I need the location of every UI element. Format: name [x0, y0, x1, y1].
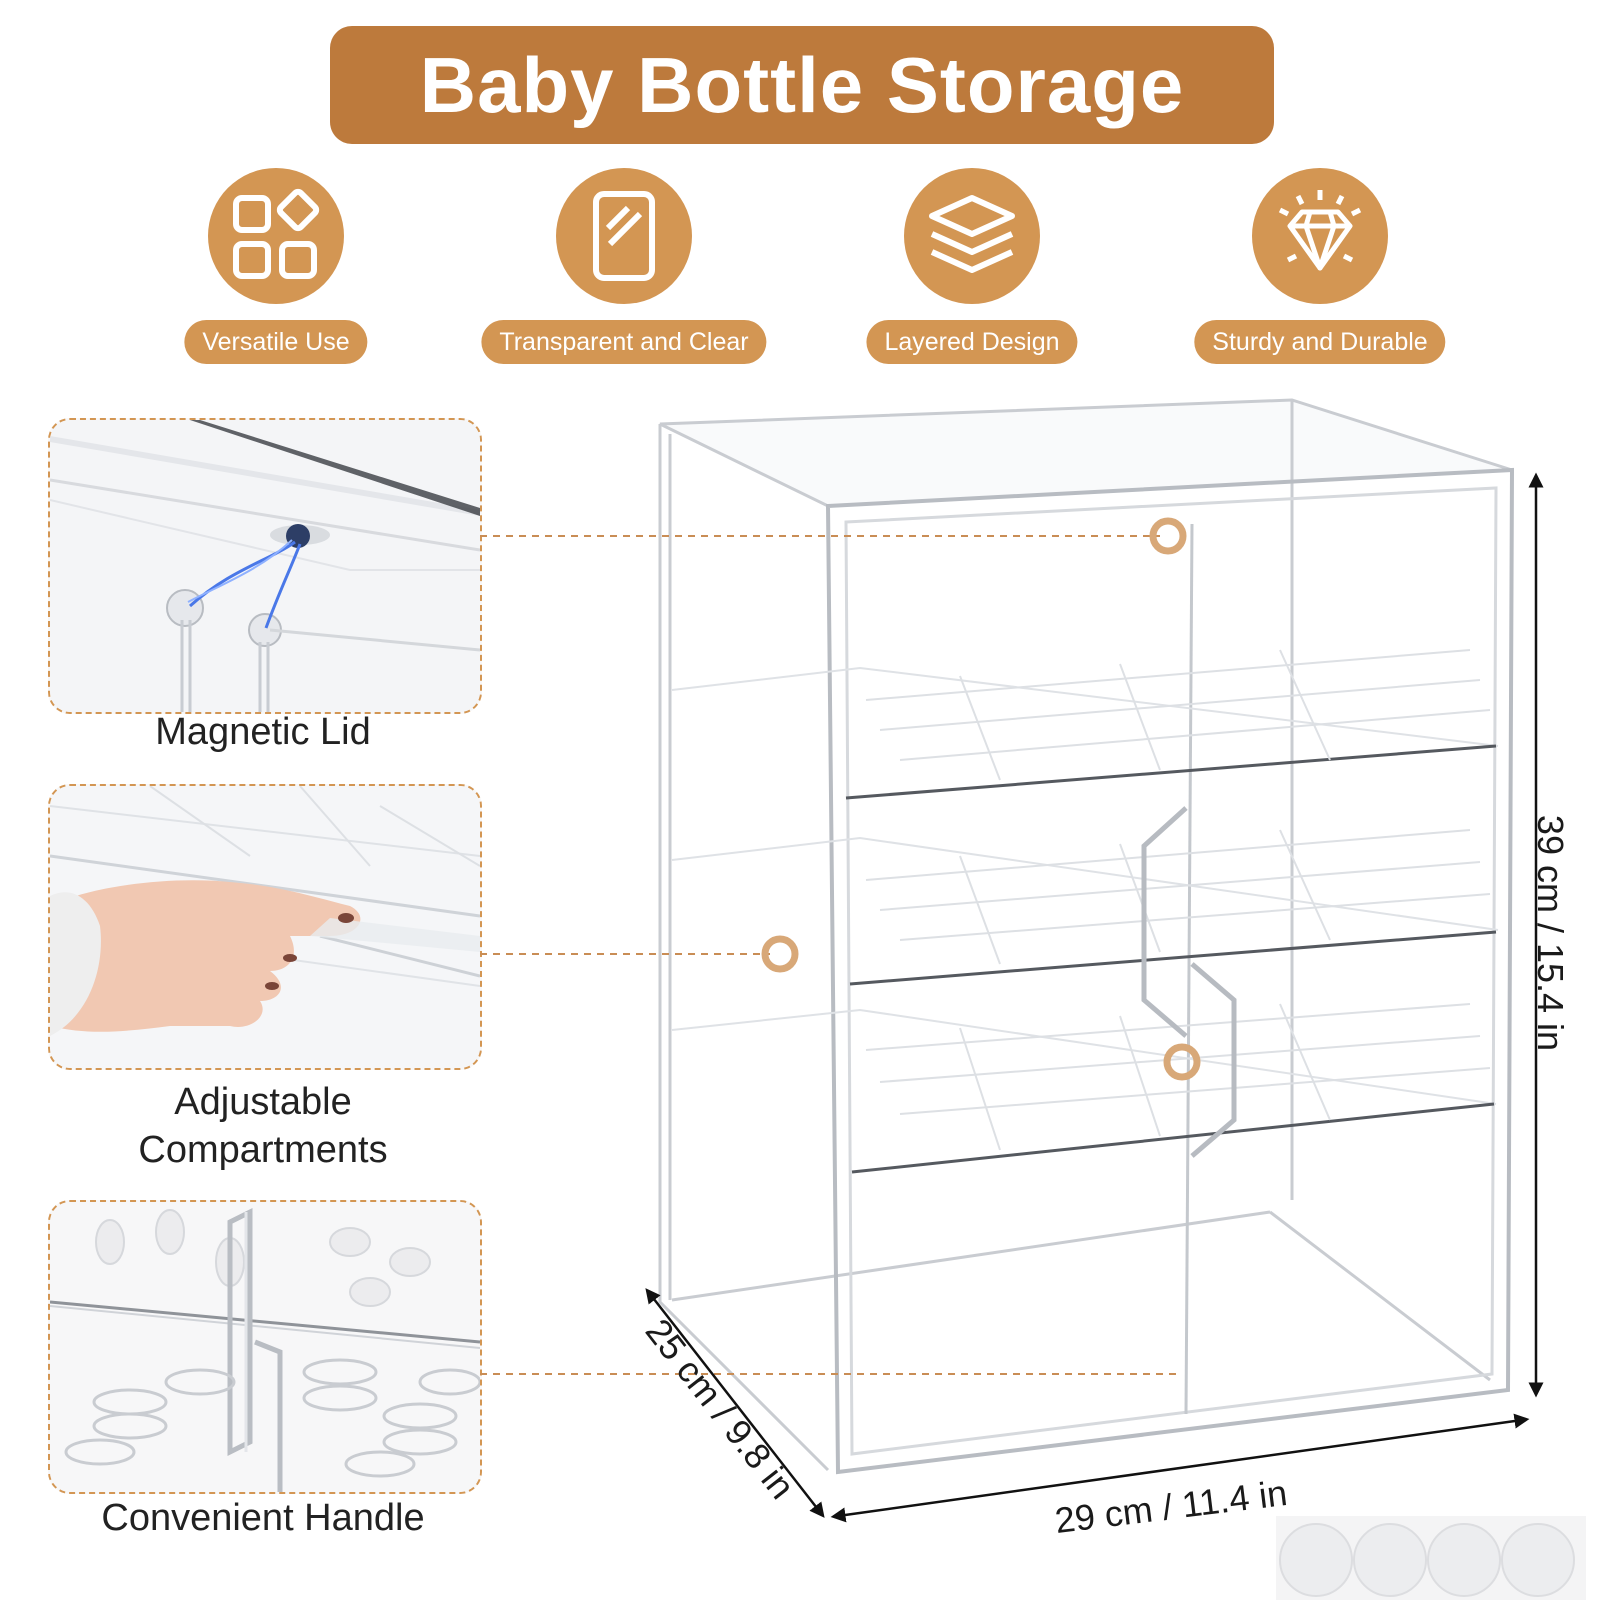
height-dimension-label: 39 cm / 15.4 in: [1530, 814, 1571, 1052]
layers-icon: [904, 168, 1040, 304]
transparent-panel-icon: [556, 168, 692, 304]
sticker-pads: [1276, 1516, 1586, 1600]
feature-transparent-clear: Transparent and Clear: [474, 168, 774, 368]
convenient-handle-caption: Convenient Handle: [101, 1497, 425, 1539]
feature-label: Transparent and Clear: [481, 320, 767, 364]
feature-label: Sturdy and Durable: [1194, 320, 1446, 364]
feature-sturdy-durable: Sturdy and Durable: [1170, 168, 1470, 368]
feature-layered-design: Layered Design: [822, 168, 1122, 368]
grid-shapes-icon: [208, 168, 344, 304]
title-banner: Baby Bottle Storage: [330, 26, 1274, 144]
feature-versatile-use: Versatile Use: [126, 168, 426, 368]
adjustable-compartments-caption: Adjustable Compartments: [138, 1081, 388, 1171]
magnetic-lid-caption: Magnetic Lid: [155, 711, 371, 753]
magnetic-lid-detail-image: [48, 418, 482, 714]
page-title: Baby Bottle Storage: [419, 40, 1185, 129]
diamond-icon: [1252, 168, 1388, 304]
feature-label: Layered Design: [866, 320, 1078, 364]
convenient-handle-detail-image: [48, 1200, 482, 1494]
adjustable-compartments-detail-image: [48, 784, 482, 1070]
feature-label: Versatile Use: [184, 320, 368, 364]
